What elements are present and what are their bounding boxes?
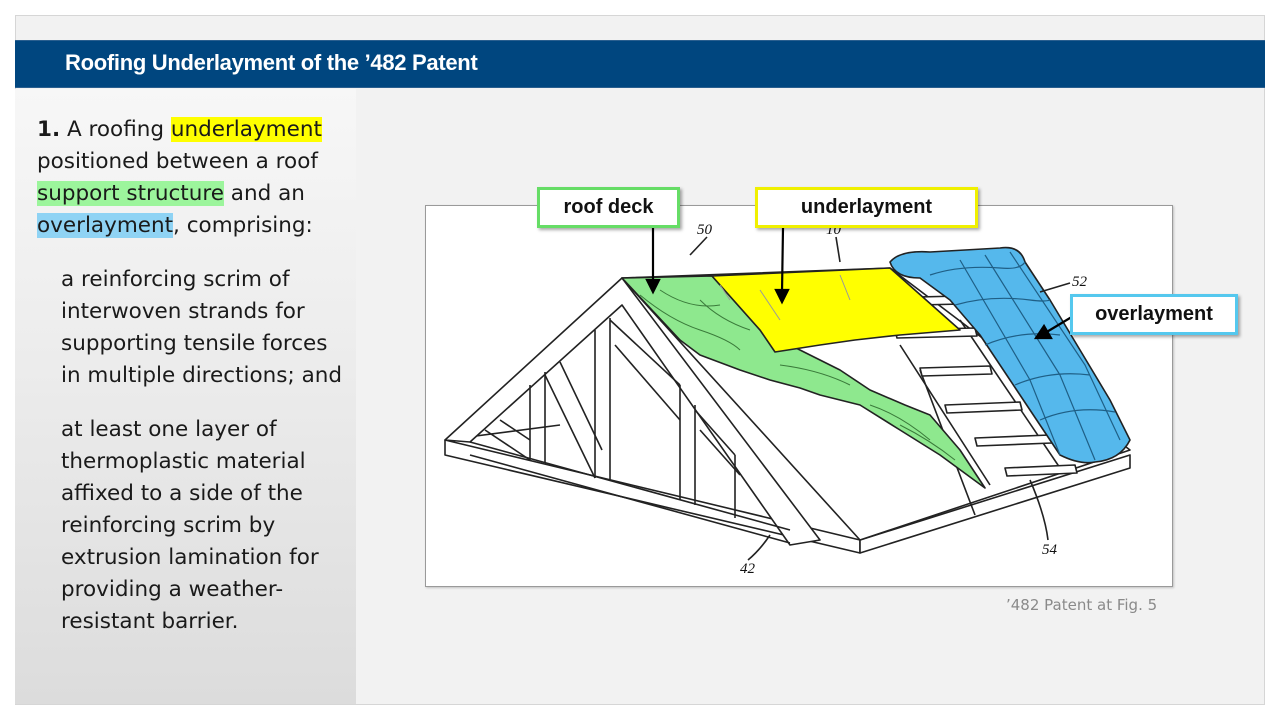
claim-text-segment: positioned between a roof <box>37 149 318 174</box>
base-side <box>859 454 1131 554</box>
ref-numeral-52: 52 <box>1072 274 1088 290</box>
arrow-underlayment <box>780 227 785 293</box>
claim-element-thermoplastic: at least one layer of thermoplastic mate… <box>61 417 319 634</box>
roof-deck-layer <box>621 275 986 489</box>
highlight-underlayment: underlayment <box>170 117 322 142</box>
claim-text-segment: and an <box>223 181 305 206</box>
ref-numeral-42: 42 <box>740 561 756 577</box>
claim-text-segment: , comprising: <box>173 213 313 238</box>
claim-element-scrim: a reinforcing scrim of interwoven strand… <box>61 267 343 388</box>
claim-number: 1. <box>37 117 61 142</box>
claim-text-segment: A roofing <box>60 117 171 142</box>
callout-underlayment: underlayment <box>755 187 978 228</box>
figure-caption: ’482 Patent at Fig. 5 <box>1006 596 1158 614</box>
highlight-overlayment: overlayment <box>37 213 174 238</box>
title-bar: Roofing Underlayment of the ’482 Patent <box>15 40 1265 88</box>
ref-numeral-50: 50 <box>697 222 713 238</box>
claim-preamble: 1. A roofing underlayment positioned bet… <box>37 114 342 242</box>
callout-roof-deck: roof deck <box>537 187 680 228</box>
callout-overlayment: overlayment <box>1070 294 1238 335</box>
highlight-support-structure: support structure <box>37 181 224 206</box>
slide-title: Roofing Underlayment of the ’482 Patent <box>65 50 478 75</box>
underlayment-layer <box>711 267 961 353</box>
overlayment-layer <box>889 246 1131 464</box>
ref-numeral-54: 54 <box>1042 542 1058 558</box>
claim-text: 1. A roofing underlayment positioned bet… <box>37 114 342 638</box>
